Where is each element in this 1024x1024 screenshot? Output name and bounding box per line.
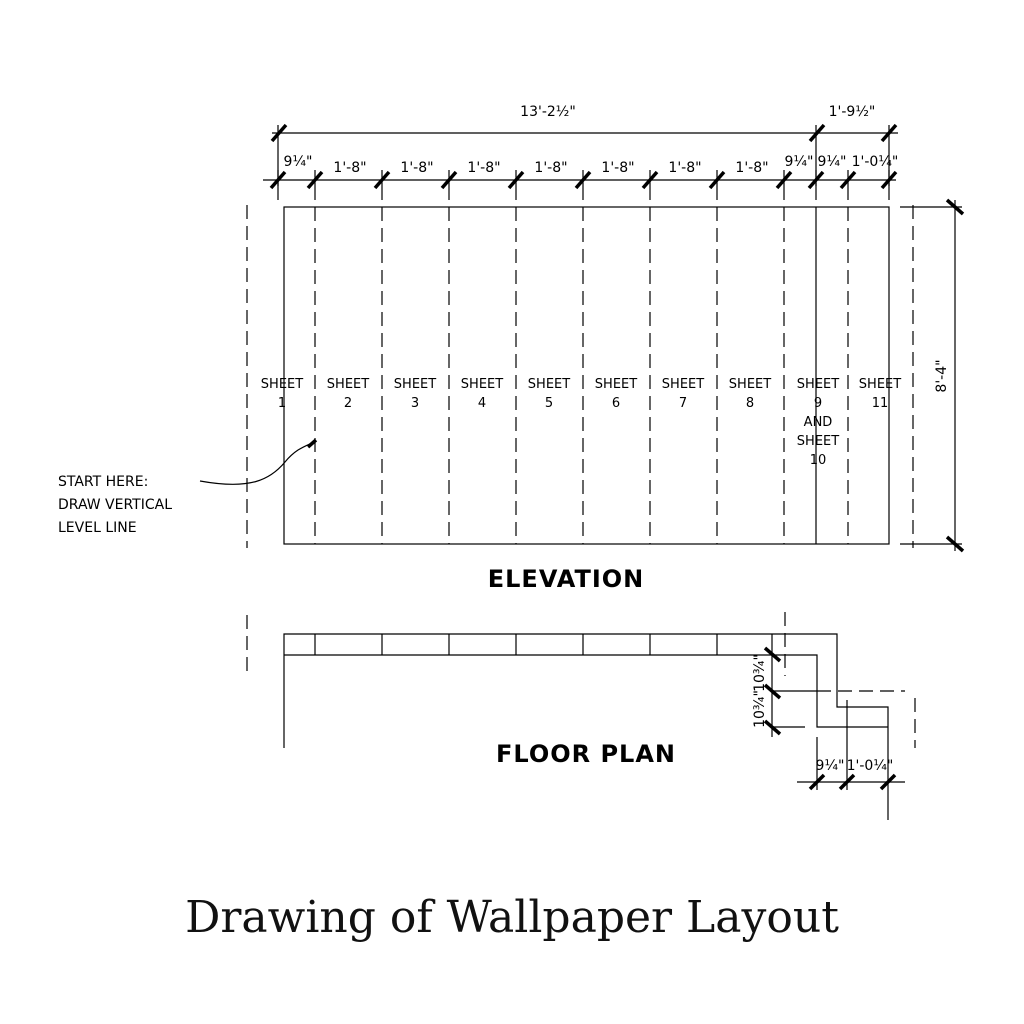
dim-tick <box>880 170 898 190</box>
segment-dimensions: 9¼" 1'-8" 1'-8" 1'-8" 1'-8" 1'-8" 1'-8" … <box>263 154 898 200</box>
dim-tick <box>373 170 391 190</box>
sheet-label: 5 <box>545 396 553 411</box>
dim-tick <box>269 170 287 190</box>
seg-dim: 1'-8" <box>467 160 500 176</box>
sheet-label: 7 <box>679 396 687 411</box>
sheet-label: SHEET <box>859 377 901 392</box>
sheet-label: SHEET <box>528 377 570 392</box>
sheet-label: SHEET <box>394 377 436 392</box>
elevation-title: ELEVATION <box>488 565 645 593</box>
seg-dim: 1'-8" <box>534 160 567 176</box>
dim-tick <box>440 170 458 190</box>
height-dim-label: 8'-4" <box>934 359 950 392</box>
dim-tick <box>507 170 525 190</box>
start-here-note: START HERE: DRAW VERTICAL LEVEL LINE <box>58 438 318 536</box>
sheet-label: SHEET <box>797 434 839 449</box>
sheet-label: SHEET <box>797 377 839 392</box>
sheet-label: SHEET <box>729 377 771 392</box>
seg-dim: 9¼" <box>785 154 814 170</box>
note-line: LEVEL LINE <box>58 520 137 536</box>
floor-plan-title: FLOOR PLAN <box>496 740 676 768</box>
seg-dim: 1'-8" <box>333 160 366 176</box>
sheet-label: SHEET <box>662 377 704 392</box>
right-dim-label: 1'-9½" <box>829 104 876 120</box>
plan-hdim: 9¼" <box>816 758 845 774</box>
note-line: DRAW VERTICAL <box>58 497 172 513</box>
dim-tick <box>306 170 324 190</box>
sheet-label: 1 <box>278 396 286 411</box>
caption: Drawing of Wallpaper Layout <box>185 892 839 943</box>
sheet-label: AND <box>804 415 833 430</box>
sheet-label: 6 <box>612 396 620 411</box>
dim-tick <box>708 170 726 190</box>
seg-dim: 1'-0¼" <box>852 154 899 170</box>
floor-plan: 10¾" 10¾" 9¼" 1'-0¼" <box>246 612 916 820</box>
note-line: START HERE: <box>58 474 148 490</box>
seg-dim: 1'-8" <box>668 160 701 176</box>
seg-dim: 9¼" <box>818 154 847 170</box>
seg-dim: 1'-8" <box>400 160 433 176</box>
sheet-label: 11 <box>872 396 889 411</box>
plan-vdim: 10¾" <box>752 690 768 728</box>
dim-tick <box>807 170 825 190</box>
plan-hdim: 1'-0¼" <box>847 758 894 774</box>
elevation: 8'-4" SHEET1SHEET2SHEET3SHEET4SHEET5SHEE… <box>246 198 965 553</box>
seg-dim: 9¼" <box>284 154 313 170</box>
overall-dimension: 13'-2½" 1'-9½" <box>270 104 898 186</box>
sheet-label: SHEET <box>327 377 369 392</box>
sheet-label: SHEET <box>595 377 637 392</box>
seg-dim: 1'-8" <box>735 160 768 176</box>
seg-dim: 1'-8" <box>601 160 634 176</box>
sheet-label: 2 <box>344 396 352 411</box>
sheet-label: 3 <box>411 396 419 411</box>
plan-vdim: 10¾" <box>752 654 768 692</box>
dim-tick <box>641 170 659 190</box>
sheet-label: 10 <box>810 453 827 468</box>
sheet-label: 8 <box>746 396 754 411</box>
dim-tick <box>574 170 592 190</box>
dim-tick <box>839 170 857 190</box>
dim-tick <box>775 170 793 190</box>
sheet-label: 9 <box>814 396 822 411</box>
sheet-label: SHEET <box>461 377 503 392</box>
overall-dim-label: 13'-2½" <box>520 104 576 120</box>
sheet-label: 4 <box>478 396 486 411</box>
sheet-label: SHEET <box>261 377 303 392</box>
